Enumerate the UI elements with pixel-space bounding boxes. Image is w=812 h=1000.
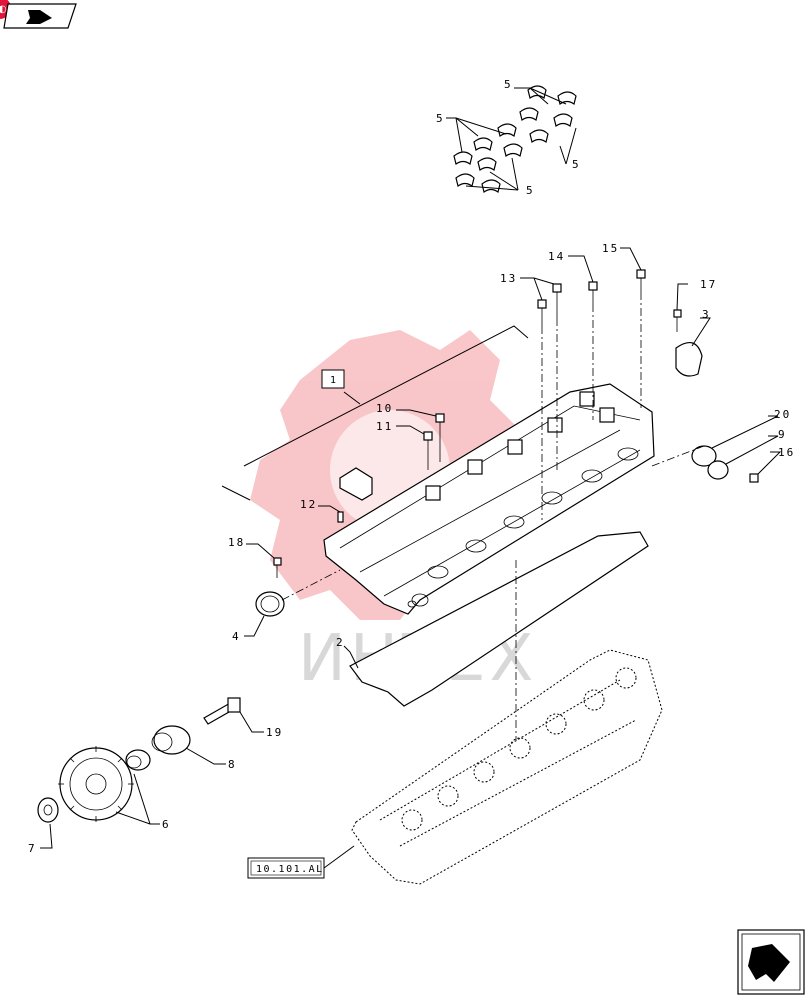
bottom-nav[interactable]: [737, 929, 805, 995]
callout-15: 15: [602, 242, 619, 255]
group-bracket-1: [221, 325, 529, 501]
callout-3: 3: [702, 308, 711, 321]
top-nav[interactable]: ◐: [0, 0, 77, 29]
callout-14: 14: [548, 250, 565, 263]
part-18-and-4: [244, 543, 341, 637]
gear-train-parts: [37, 697, 264, 849]
callout-5-d: 5: [526, 184, 535, 197]
part-2-gasket: [349, 531, 649, 707]
bearing-shells: [446, 85, 577, 194]
callout-18: 18: [228, 536, 245, 549]
camshaft-housing: [323, 383, 655, 615]
callout-5-b: 5: [436, 112, 445, 125]
bolts-10-11: [396, 409, 445, 470]
prev-page-arrow-icon: [26, 10, 52, 24]
group-label-1: 1: [330, 375, 338, 386]
callout-16: 16: [778, 446, 795, 459]
reference-box[interactable]: [247, 845, 355, 879]
callout-2: 2: [336, 636, 345, 649]
badge-glyph: ◐: [0, 4, 7, 15]
next-page-arrow-icon: [748, 944, 790, 982]
callout-19: 19: [266, 726, 283, 739]
support-bracket: [339, 467, 373, 501]
callout-7: 7: [28, 842, 37, 855]
right-side-parts: [651, 415, 782, 483]
callout-6: 6: [162, 818, 171, 831]
callout-17: 17: [700, 278, 717, 291]
callout-5-c: 5: [572, 158, 581, 171]
callout-13: 13: [500, 272, 517, 285]
callout-4: 4: [232, 630, 241, 643]
group-label-box: [321, 369, 345, 389]
callout-9: 9: [778, 428, 787, 441]
callout-20: 20: [774, 408, 791, 421]
callout-8: 8: [228, 758, 237, 771]
cylinder-head: [351, 649, 663, 885]
bolts-top: [520, 247, 688, 332]
callout-5-a: 5: [504, 78, 513, 91]
reference-label: 10.101.AL: [256, 864, 324, 875]
part-3-cap: [675, 317, 711, 377]
callout-11: 11: [376, 420, 393, 433]
callout-12: 12: [300, 498, 317, 511]
callout-10: 10: [376, 402, 393, 415]
